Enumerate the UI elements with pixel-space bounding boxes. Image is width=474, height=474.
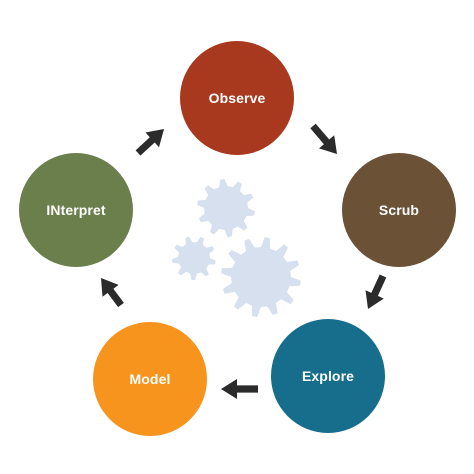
explore-node: Explore <box>271 319 385 433</box>
gear-icon <box>221 237 301 317</box>
scrub-label: Scrub <box>378 202 420 218</box>
arrow-explore-to-model <box>221 379 258 399</box>
interpret-label: INterpret <box>46 202 106 218</box>
arrow-model-to-interpret <box>101 278 124 308</box>
model-label: Model <box>129 371 171 387</box>
arrow-interpret-to-observe <box>135 129 164 156</box>
gear-icon <box>197 179 255 237</box>
interpret-node: INterpret <box>19 153 133 267</box>
model-node: Model <box>93 322 207 436</box>
explore-label: Explore <box>301 368 355 384</box>
scrub-node: Scrub <box>342 153 456 267</box>
gear-icon <box>172 236 216 280</box>
observe-label: Observe <box>208 90 266 106</box>
arrow-scrub-to-explore <box>365 274 387 309</box>
arrow-observe-to-scrub <box>310 123 337 154</box>
observe-node: Observe <box>180 41 294 155</box>
